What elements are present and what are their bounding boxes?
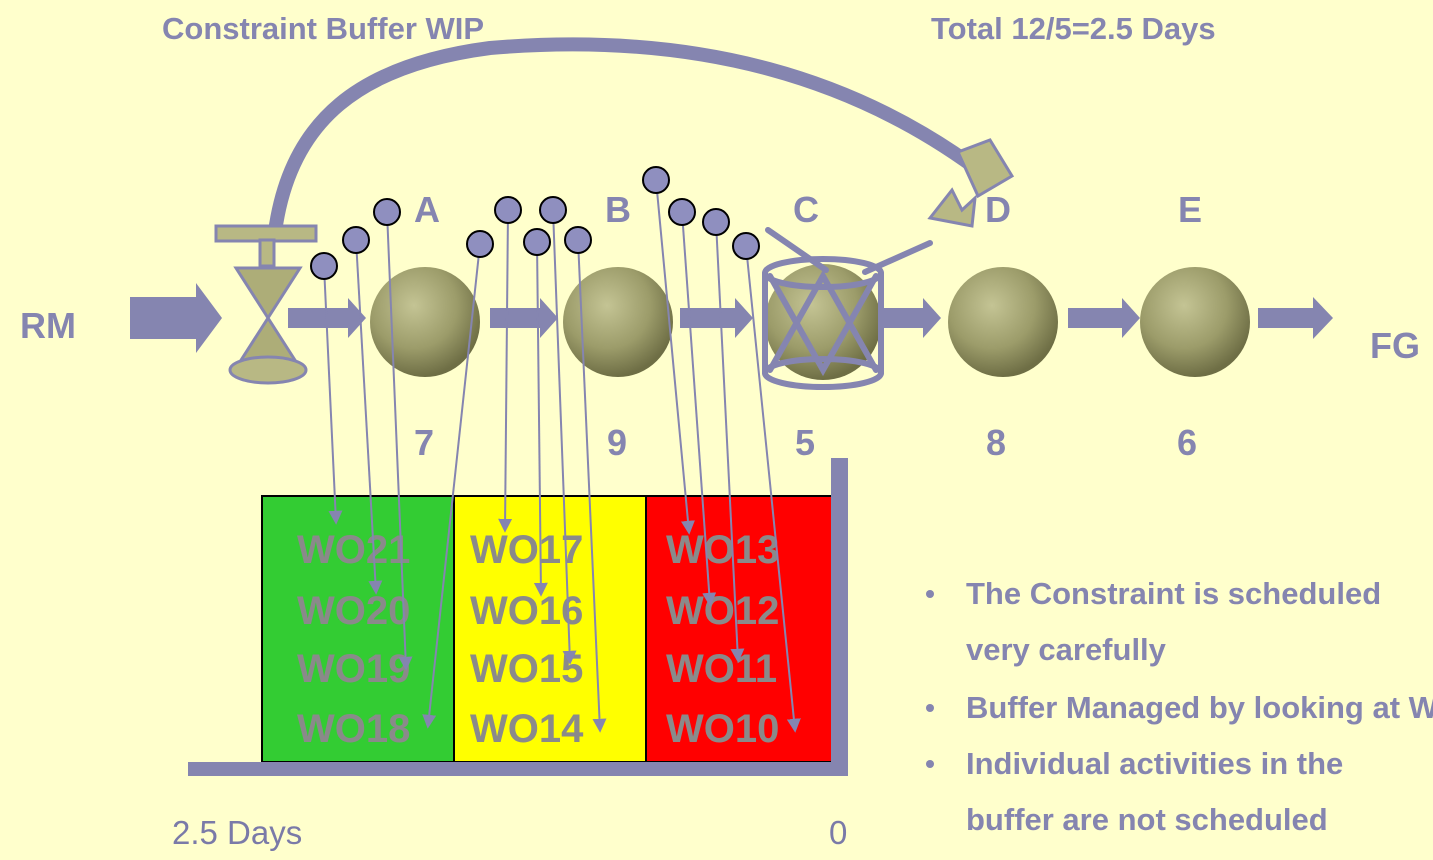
wip-dot: [732, 232, 760, 260]
work-order: WO20: [297, 589, 410, 633]
work-order: WO16: [470, 589, 583, 633]
bullet-dot: [926, 590, 934, 598]
buffer-zone-red: [645, 495, 833, 763]
station-e-ball: [1140, 267, 1250, 377]
work-order: WO13: [666, 528, 779, 572]
buffer-axis-vertical: [831, 458, 848, 776]
station-letter-c: C: [793, 189, 819, 230]
wip-dot: [494, 196, 522, 224]
buffer-axis-horizontal: [188, 762, 848, 776]
work-orders-red: WO13 WO12 WO11 WO10: [666, 528, 779, 751]
work-order: WO14: [470, 707, 584, 751]
drum-icon: [762, 227, 933, 390]
wip-dots: [310, 166, 760, 280]
work-orders-green: WO21 WO20 WO19 WO18: [297, 528, 410, 751]
wip-dot: [539, 196, 567, 224]
station-letter-e: E: [1178, 189, 1202, 230]
work-order: WO10: [666, 707, 779, 751]
bullet-list: The Constraint is scheduled very careful…: [926, 576, 1433, 837]
station-time-c: 5: [795, 422, 815, 463]
release-gate-icon: [214, 224, 318, 385]
bullet-3-line-1: Individual activities in the: [966, 746, 1343, 781]
rm-label: RM: [20, 305, 76, 346]
wip-dot: [373, 198, 401, 226]
station-time-e: 6: [1177, 422, 1197, 463]
work-orders-yellow: WO17 WO16 WO15 WO14: [470, 528, 584, 751]
wip-dot: [564, 226, 592, 254]
station-times: 7 9 5 8 6: [414, 422, 1197, 463]
buffer-zone-yellow: [453, 495, 647, 763]
axis-right-label: 0: [829, 814, 847, 851]
station-letter-b: B: [605, 189, 631, 230]
station-letter-a: A: [414, 189, 440, 230]
bullet-3-line-2: buffer are not scheduled: [966, 802, 1328, 837]
title-constraint-buffer: Constraint Buffer WIP: [162, 11, 484, 46]
wip-connectors: [323, 179, 801, 733]
station-letter-d: D: [985, 189, 1011, 230]
bullet-dot: [926, 760, 934, 768]
work-order: WO12: [666, 589, 779, 633]
work-order: WO18: [297, 707, 410, 751]
bullet-dot: [926, 704, 934, 712]
station-a-ball: [370, 267, 480, 377]
wip-dot: [466, 230, 494, 258]
work-order: WO11: [666, 647, 777, 691]
station-time-d: 8: [986, 422, 1006, 463]
wip-dot: [310, 252, 338, 280]
station-time-b: 9: [607, 422, 627, 463]
bullet-1-line-2: very carefully: [966, 632, 1167, 667]
axis-left-label: 2.5 Days: [172, 814, 302, 851]
fg-label: FG: [1370, 325, 1420, 366]
wip-dot: [642, 166, 670, 194]
buffer-zone-green: [261, 495, 455, 763]
signal-device-icon: [927, 138, 1015, 228]
wip-dot: [668, 198, 696, 226]
station-b-ball: [563, 267, 673, 377]
bullet-1-line-1: The Constraint is scheduled: [966, 576, 1381, 611]
rope-line: [268, 37, 992, 239]
bullet-2-line-1: Buffer Managed by looking at Work Orders: [966, 690, 1433, 725]
wip-dot: [702, 208, 730, 236]
station-time-a: 7: [414, 422, 434, 463]
work-order: WO21: [297, 528, 410, 572]
title-total-days: Total 12/5=2.5 Days: [931, 11, 1216, 46]
station-letters: A B C D E: [414, 189, 1202, 230]
work-order: WO19: [297, 647, 410, 691]
station-d-ball: [948, 267, 1058, 377]
work-order: WO15: [470, 647, 583, 691]
wip-dot: [523, 228, 551, 256]
wip-dot: [342, 226, 370, 254]
